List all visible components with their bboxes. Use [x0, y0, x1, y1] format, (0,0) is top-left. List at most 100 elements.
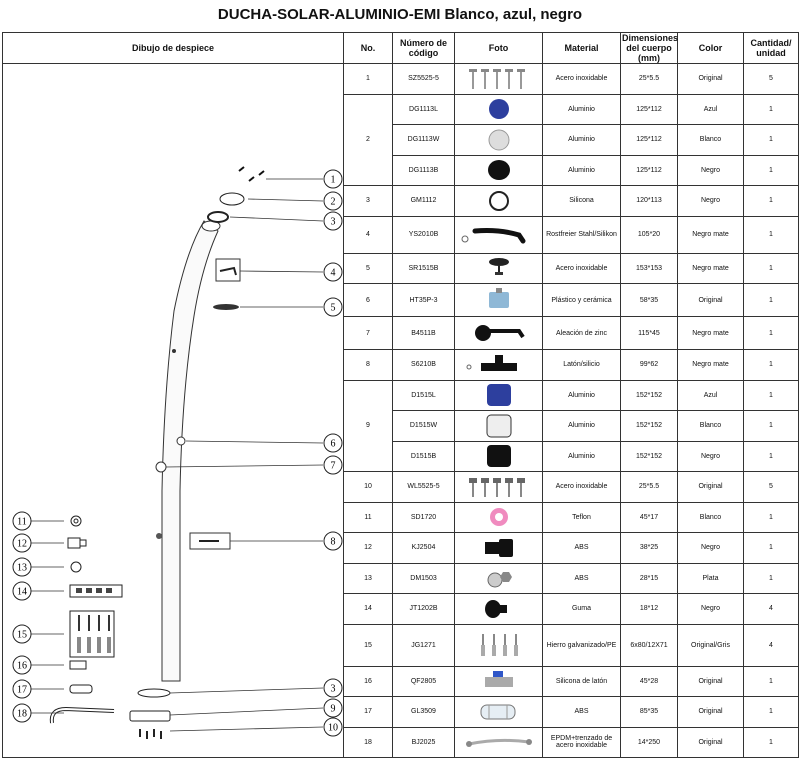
callout-3: 3: [323, 211, 343, 230]
cell-qty: 4: [743, 593, 799, 625]
cell-code: QF2805: [392, 665, 455, 697]
cell-color: Negro: [677, 154, 744, 186]
filter-icon: [456, 700, 541, 724]
cell-no: 18: [343, 726, 393, 758]
cell-code: SD1720: [392, 501, 455, 533]
cell-color: Blanco: [677, 410, 744, 442]
cell-color: Original: [677, 471, 744, 503]
cell-qty: 1: [743, 93, 799, 125]
cell-color: Original/Gris: [677, 623, 744, 667]
header-code: Número de código: [392, 32, 455, 64]
cell-no: 4: [343, 215, 393, 254]
cell-color: Plata: [677, 562, 744, 594]
callout-8: 8: [323, 531, 343, 550]
svg-text:7: 7: [331, 460, 336, 471]
cell-color: Negro mate: [677, 252, 744, 284]
cell-photo: [454, 63, 543, 95]
cell-photo: [454, 349, 543, 381]
cell-photo: [454, 623, 543, 667]
arm-icon: [456, 223, 541, 247]
cell-dims: 120*113: [620, 185, 678, 217]
cell-no: 15: [343, 623, 393, 667]
svg-text:14: 14: [17, 586, 27, 597]
cell-dims: 152*152: [620, 440, 678, 472]
cell-no: 3: [343, 185, 393, 217]
cell-material: ABS: [542, 532, 621, 564]
cell-code: SZ5525-5: [392, 63, 455, 95]
header-color: Color: [677, 32, 744, 64]
cell-qty: 5: [743, 63, 799, 95]
plate-black-icon: [456, 444, 541, 468]
cell-photo: [454, 410, 543, 442]
cell-no: 11: [343, 501, 393, 533]
cell-code: JT1202B: [392, 593, 455, 625]
cell-no: 6: [343, 283, 393, 317]
cell-no: 1: [343, 63, 393, 95]
cell-code: DM1503: [392, 562, 455, 594]
gasket-icon: [456, 189, 541, 213]
cell-qty: 1: [743, 440, 799, 472]
cell-color: Negro mate: [677, 349, 744, 381]
cell-code: DG1113W: [392, 124, 455, 156]
parts-table: Dibujo de despiece No. Número de código …: [2, 32, 799, 758]
header-row: Dibujo de despiece No. Número de código …: [2, 32, 799, 64]
cell-dims: 85*35: [620, 696, 678, 728]
callout-2: 2: [323, 191, 343, 210]
cell-dims: 115*45: [620, 316, 678, 350]
cell-photo: [454, 316, 543, 350]
cell-photo: [454, 726, 543, 758]
cell-color: Original: [677, 283, 744, 317]
cell-qty: 1: [743, 562, 799, 594]
tape-icon: [456, 505, 541, 529]
callout-9: 9: [323, 698, 343, 717]
cell-qty: 1: [743, 283, 799, 317]
tap-icon: [456, 353, 541, 377]
svg-text:13: 13: [17, 562, 27, 573]
svg-text:8: 8: [331, 536, 336, 547]
callout-17: 17: [12, 679, 32, 698]
svg-text:2: 2: [331, 196, 336, 207]
header-dims: Dimensiones del cuerpo (mm): [620, 32, 679, 64]
cell-code: BJ2025: [392, 726, 455, 758]
callout-7: 7: [323, 455, 343, 474]
cell-dims: 125*112: [620, 124, 678, 156]
cell-qty: 1: [743, 379, 799, 411]
cell-dims: 25*5.5: [620, 471, 678, 503]
cell-material: EPDM+trenzado de acero inoxidable: [542, 726, 621, 758]
cell-dims: 18*12: [620, 593, 678, 625]
plate-blue-icon: [456, 383, 541, 407]
cell-no: 2: [343, 93, 393, 186]
cell-qty: 1: [743, 726, 799, 758]
cell-photo: [454, 185, 543, 217]
cell-dims: 152*152: [620, 379, 678, 411]
cell-material: Aleación de zinc: [542, 316, 621, 350]
cell-code: HT35P-3: [392, 283, 455, 317]
cell-no: 8: [343, 349, 393, 381]
cell-photo: [454, 252, 543, 284]
cell-code: GM1112: [392, 185, 455, 217]
cell-qty: 1: [743, 215, 799, 254]
cell-qty: 1: [743, 696, 799, 728]
cell-material: Rostfreier Stahl/Silikon: [542, 215, 621, 254]
callout-12: 12: [12, 533, 32, 552]
svg-text:11: 11: [17, 516, 27, 527]
cell-dims: 99*62: [620, 349, 678, 381]
cell-material: Aluminio: [542, 154, 621, 186]
cell-photo: [454, 501, 543, 533]
cell-material: Hierro galvanizado/PE: [542, 623, 621, 667]
svg-text:6: 6: [331, 438, 336, 449]
callout-4: 4: [323, 262, 343, 281]
valve-icon: [456, 669, 541, 693]
handle-icon: [456, 321, 541, 345]
